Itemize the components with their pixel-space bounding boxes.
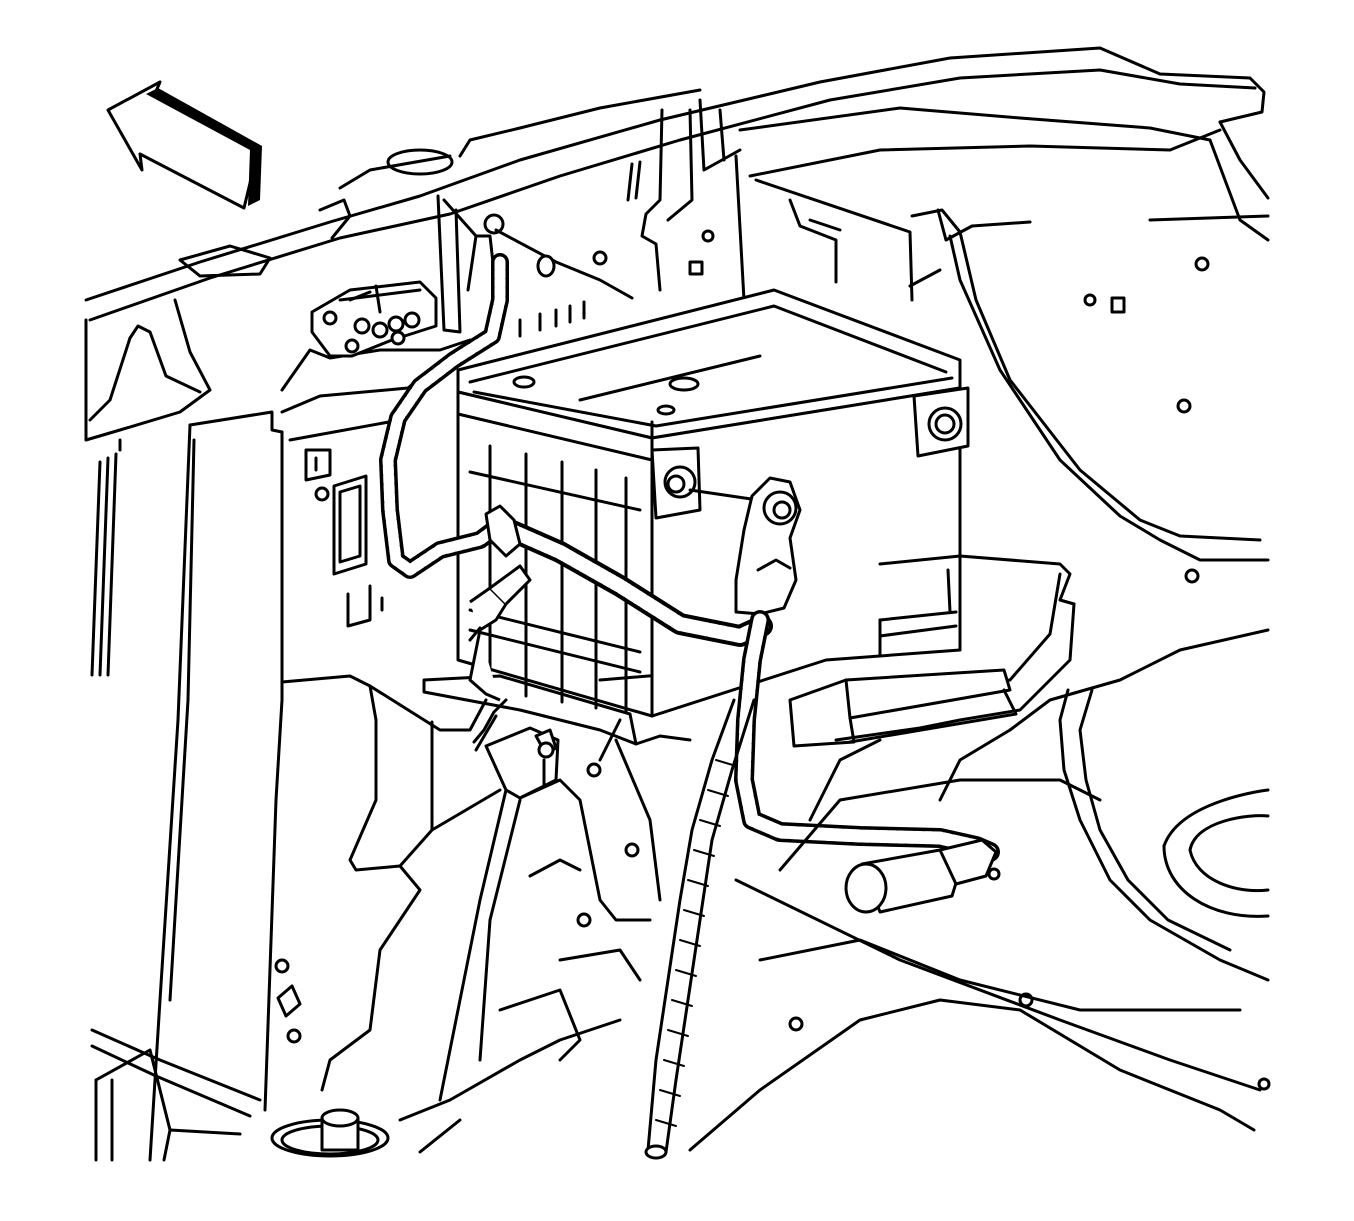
cable-end-connector: [844, 838, 998, 914]
left-pillar: [84, 298, 284, 1162]
bottom-left-structure: [90, 1018, 622, 1162]
lower-frame: [274, 718, 662, 1102]
battery: [456, 288, 970, 718]
cable-bracket: [436, 160, 642, 338]
relay-connector: [310, 280, 438, 358]
battery-tray: [368, 554, 1076, 748]
right-fender: [788, 208, 1271, 1091]
positive-cable-connector: [688, 476, 802, 616]
upper-cowl-panel: [84, 46, 1270, 322]
lower-floor-pan: [688, 738, 1262, 1152]
hold-down-bolt: [468, 564, 560, 800]
forward-arrow-icon: [106, 80, 262, 210]
battery-cable-harness: [379, 253, 1000, 862]
ground-cable: [644, 698, 756, 1160]
center-support: [580, 98, 914, 364]
inner-fender-wall: [280, 338, 472, 722]
